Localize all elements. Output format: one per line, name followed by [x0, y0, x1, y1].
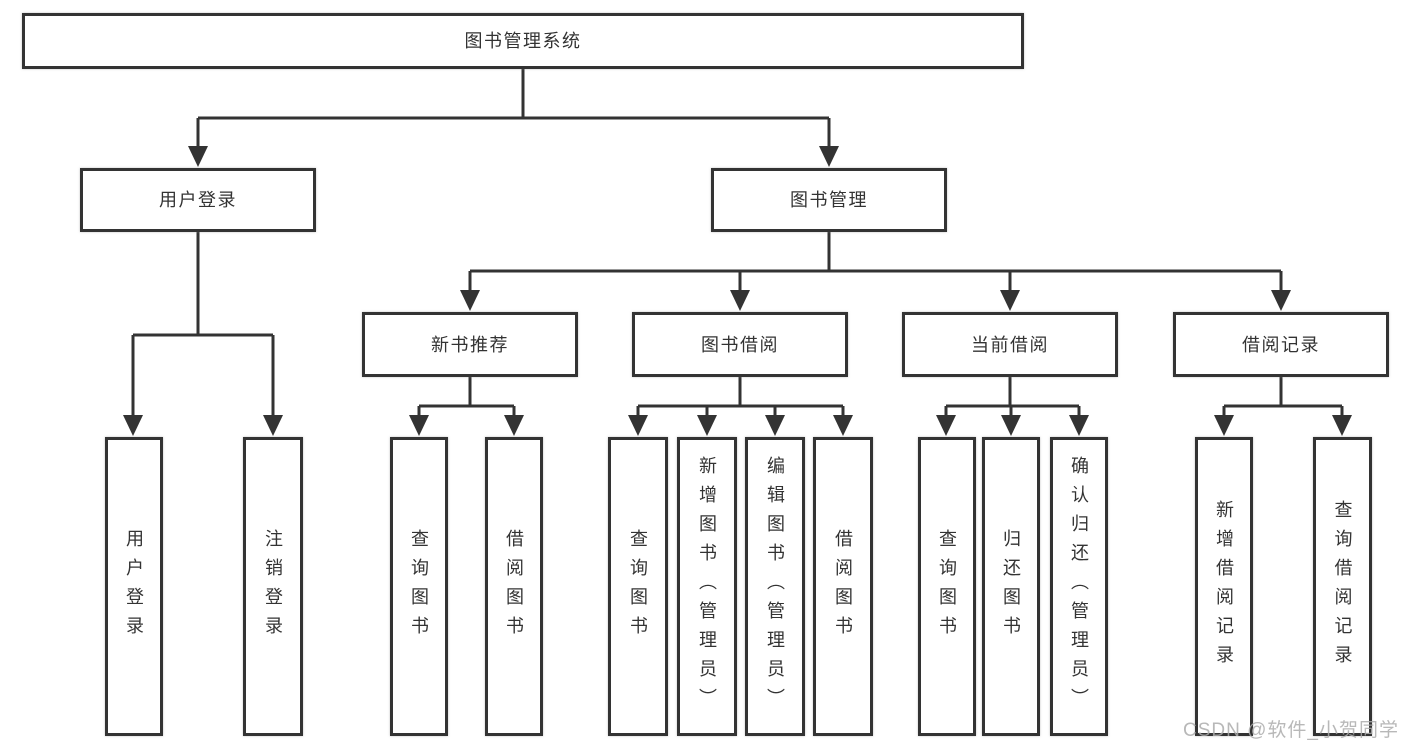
leaf-borrow-books-recommendation: 借阅图书	[485, 437, 543, 736]
leaf-label: 借阅图书	[504, 528, 524, 645]
leaf-label: 归还图书	[1001, 528, 1021, 645]
leaf-borrow-books-borrowing: 借阅图书	[813, 437, 873, 736]
leaf-label: 用户登录	[124, 528, 144, 645]
node-label: 用户登录	[159, 190, 237, 210]
leaf-label: 注销登录	[263, 528, 283, 645]
node-book-borrowing: 图书借阅	[632, 312, 848, 377]
leaf-query-borrow-record: 查询借阅记录	[1313, 437, 1372, 736]
node-label: 图书管理	[790, 190, 868, 210]
node-borrowing-records: 借阅记录	[1173, 312, 1389, 377]
node-label: 图书借阅	[701, 334, 779, 355]
leaf-label: 新增图书（管理员）	[697, 456, 717, 717]
leaf-add-borrow-record: 新增借阅记录	[1195, 437, 1253, 736]
leaf-label: 查询借阅记录	[1332, 499, 1353, 674]
node-new-book-recommendation: 新书推荐	[362, 312, 578, 377]
leaf-label: 确认归还（管理员）	[1069, 456, 1089, 717]
node-label: 新书推荐	[431, 334, 509, 355]
node-label: 借阅记录	[1242, 334, 1320, 355]
leaf-logout-login: 注销登录	[243, 437, 303, 736]
leaf-user-login: 用户登录	[105, 437, 163, 736]
leaf-edit-books-admin: 编辑图书（管理员）	[745, 437, 805, 736]
watermark: CSDN @软件_小贺同学	[1183, 720, 1399, 741]
node-user-login: 用户登录	[80, 168, 316, 232]
leaf-return-books: 归还图书	[982, 437, 1040, 736]
node-label: 当前借阅	[971, 334, 1049, 355]
node-book-management: 图书管理	[711, 168, 947, 232]
leaf-query-books-borrowing: 查询图书	[608, 437, 668, 736]
node-current-borrowing: 当前借阅	[902, 312, 1118, 377]
leaf-label: 查询图书	[409, 528, 429, 645]
leaf-label: 查询图书	[937, 528, 957, 645]
leaf-confirm-return-admin: 确认归还（管理员）	[1050, 437, 1108, 736]
leaf-query-books-recommendation: 查询图书	[390, 437, 448, 736]
leaf-label: 编辑图书（管理员）	[765, 456, 785, 717]
leaf-label: 新增借阅记录	[1214, 499, 1234, 674]
node-library-management-system: 图书管理系统	[22, 13, 1024, 69]
leaf-label: 查询图书	[628, 528, 648, 645]
leaf-query-books-current: 查询图书	[918, 437, 976, 736]
leaf-add-books-admin: 新增图书（管理员）	[677, 437, 737, 736]
node-label: 图书管理系统	[464, 31, 582, 51]
leaf-label: 借阅图书	[833, 528, 853, 645]
